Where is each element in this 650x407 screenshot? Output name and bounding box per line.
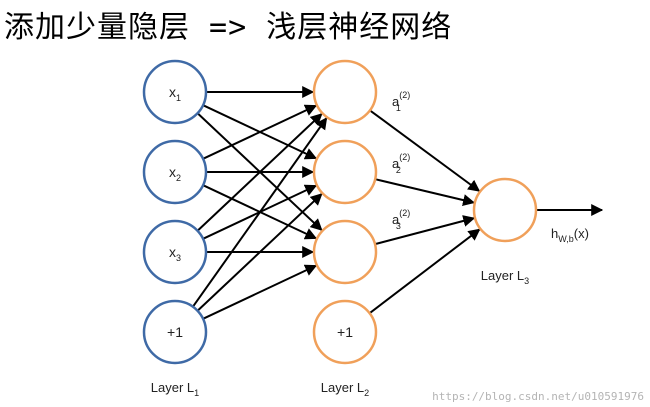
edge-h3-out <box>374 215 476 246</box>
connections <box>192 86 604 320</box>
activation-label-2: a(2)2 <box>392 152 410 175</box>
watermark: https://blog.csdn.net/u010591976 <box>432 390 644 403</box>
nodes: x1 x2 x3 +1 +1 <box>142 59 538 365</box>
page-title: 添加少量隐层 => 浅层神经网络 <box>4 10 453 45</box>
input-node-label-3: x3 <box>169 244 181 263</box>
input-node-1 <box>142 59 208 125</box>
hidden-node-4 <box>312 299 378 365</box>
edge-h2-out <box>374 178 476 206</box>
edge-h1-out <box>369 109 481 192</box>
edge-in4-h2 <box>196 193 323 312</box>
edge-in4-h3 <box>202 264 318 320</box>
activation-label-3: a(2)3 <box>392 208 410 231</box>
edge-h4-out <box>369 228 481 314</box>
edge-in4-h1 <box>192 117 328 308</box>
hidden-node-1 <box>312 59 378 125</box>
layer-label-3: Layer L3 <box>481 268 529 286</box>
layer-label-2: Layer L2 <box>321 380 369 398</box>
activation-label-1: a(2)1 <box>392 90 410 113</box>
input-node-label-4: +1 <box>167 324 183 340</box>
input-node-label-2: x2 <box>169 164 181 183</box>
hidden-bias-label: +1 <box>337 324 353 340</box>
output-label: hW,b(x) <box>551 226 589 244</box>
labels: a(2)1 a(2)2 a(2)3 hW,b(x) Layer L1 Layer L2 La… <box>151 90 589 398</box>
edge-in2-h1 <box>202 104 318 160</box>
hidden-node-3 <box>312 219 378 285</box>
hidden-node-2 <box>312 139 378 205</box>
input-node-label-1: x1 <box>169 84 181 103</box>
output-node <box>472 177 538 243</box>
input-node-3 <box>142 219 208 285</box>
input-node-4 <box>142 299 208 365</box>
layer-label-1: Layer L1 <box>151 380 199 398</box>
edge-in3-h1 <box>196 113 323 232</box>
input-node-2 <box>142 139 208 205</box>
